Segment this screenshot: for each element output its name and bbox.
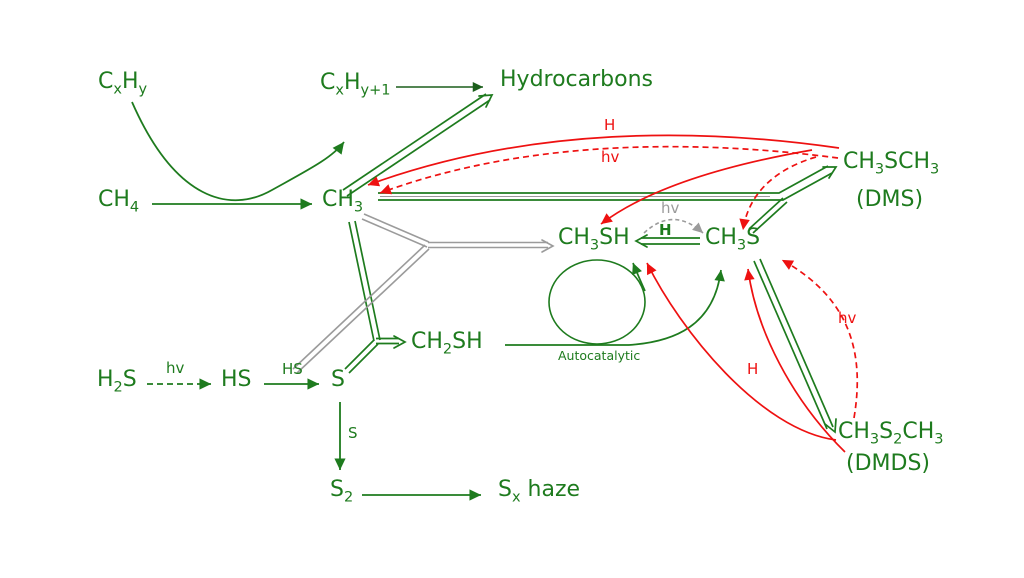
arrow-loop-to-ch3s xyxy=(628,269,725,346)
arrow-ch3s-to-ch3sh-double xyxy=(634,234,700,248)
label-autocatalytic: Autocatalytic xyxy=(558,348,641,363)
arrow-dms-hv-to-ch3 xyxy=(379,145,839,195)
species-ch4: CH4 xyxy=(98,187,140,216)
arrow-dms-h-to-ch3sh xyxy=(600,149,813,225)
species-s: S xyxy=(331,367,345,392)
arrow-ch3-s-to-ch2sh-double xyxy=(344,220,407,374)
species-s2: S2 xyxy=(330,477,354,506)
species-ch3: CH3 xyxy=(322,187,364,216)
arrow-dms-h-to-ch3 xyxy=(367,134,840,187)
species-dms-alias: (DMS) xyxy=(856,187,924,212)
label-h-dms-top: H xyxy=(604,116,616,134)
autocatalytic-loop-circle xyxy=(548,259,646,345)
label-s-channel: S xyxy=(348,424,358,442)
arrow-dmds-h-to-ch3sh xyxy=(646,262,837,441)
species-h2s: H2S xyxy=(97,367,137,396)
species-dmds-alias: (DMDS) xyxy=(846,451,930,476)
arrow-dmds-hv-to-ch3s xyxy=(781,259,859,419)
species-hydrocarbons: Hydrocarbons xyxy=(500,67,654,92)
arrow-ch3sh-to-ch3s-hv-gray xyxy=(643,218,704,234)
arrow-loop-to-ch3sh xyxy=(632,262,646,292)
label-hv-h2s: hv xyxy=(166,359,185,377)
species-cxhy1: CxHy+1 xyxy=(320,70,391,99)
species-sx-haze: Sx haze xyxy=(498,477,581,506)
arrow-ch3-hs-to-ch3sh-gray-double xyxy=(292,213,555,374)
label-h-ch3s-to-ch3sh: H xyxy=(659,221,672,239)
species-dmds: CH3S2CH3 xyxy=(838,419,944,448)
arrow-cxhy-to-cxhy1-curve xyxy=(131,101,345,202)
arrow-dmds-h-to-ch3s xyxy=(744,268,846,453)
label-hv-dms-top: hv xyxy=(601,148,620,166)
label-hs-channel: HS xyxy=(282,360,303,378)
arrow-dms-hv-to-ch3s xyxy=(739,156,817,231)
label-hv-ch3sh-gray: hv xyxy=(661,199,680,217)
label-hv-dmds-right: hv xyxy=(838,309,857,327)
arrow-ch3-ch3s-to-dms-double xyxy=(378,165,838,234)
species-ch2sh: CH2SH xyxy=(411,329,483,358)
species-ch3sh: CH3SH xyxy=(558,225,630,254)
arrow-ch3s-to-dmds-double xyxy=(753,258,837,434)
label-h-dmds-bottom: H xyxy=(747,360,759,378)
species-dms: CH3SCH3 xyxy=(843,149,940,178)
species-ch3s: CH3S xyxy=(705,225,761,254)
species-hs: HS xyxy=(221,367,252,392)
species-cxhy: CxHy xyxy=(98,69,148,98)
